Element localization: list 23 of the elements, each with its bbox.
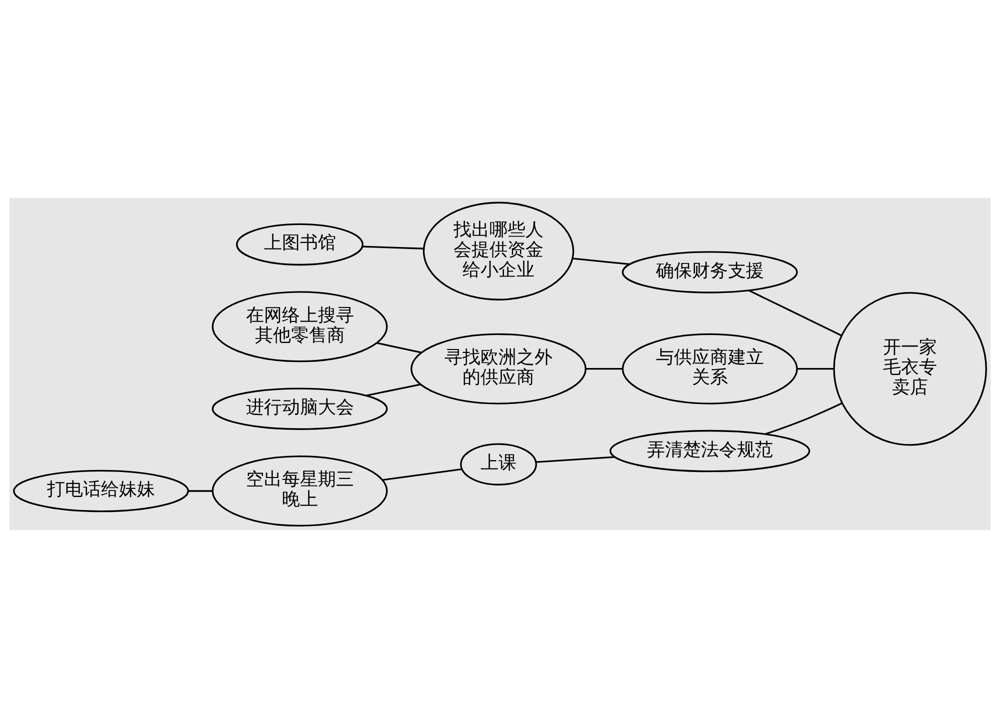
connector [572,258,630,266]
node-ellipse: 上课 [460,443,537,486]
node-ellipse: 弄清楚法令规范 [610,430,810,472]
node-ellipse: 寻找欧洲之外的供应商 [410,333,587,404]
connector [797,368,834,370]
connector [748,290,842,336]
connector [366,384,421,396]
connector [765,402,843,435]
connector [536,456,614,463]
connector [586,368,622,370]
node-ellipse: 找出哪些人会提供资金给小企业 [422,202,574,300]
connector [382,468,462,481]
connector [188,490,212,492]
node-ellipse: 在网络上搜寻其他零售商 [212,291,388,362]
node-ellipse: 上图书馆 [236,223,364,266]
node-ellipse: 进行动脑大会 [212,388,388,430]
node-ellipse: 空出每星期三晚上 [212,456,388,527]
connector [376,342,422,354]
node-ellipse: 打电话给妹妹 [13,470,189,512]
connector [362,246,424,250]
node-ellipse: 与供应商建立关系 [622,333,798,404]
node-circle: 开一家毛衣专卖店 [833,292,987,446]
node-ellipse: 确保财务支援 [622,251,798,294]
